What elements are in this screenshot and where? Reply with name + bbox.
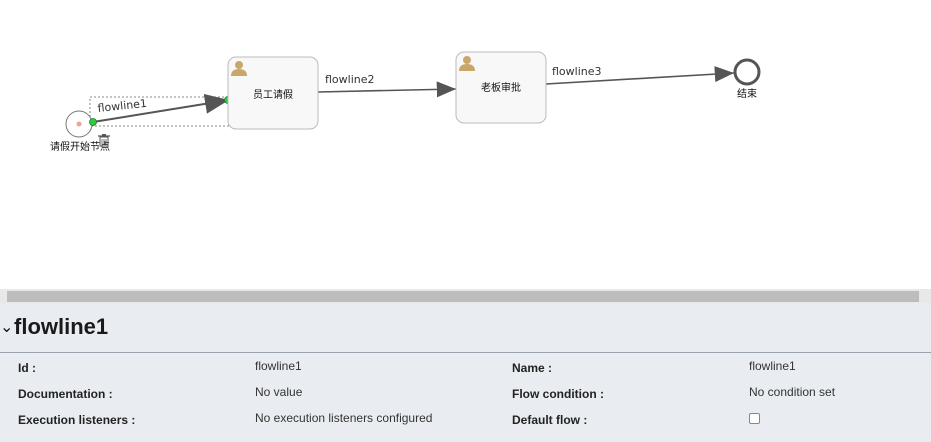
process-diagram[interactable]: flowline1 flowline2 flowline3 请假开始节点 <box>0 0 931 289</box>
start-event[interactable] <box>65 110 93 138</box>
user-icon <box>231 61 247 76</box>
prop-execution-listeners-value[interactable]: No execution listeners configured <box>255 411 433 425</box>
task-employee-leave[interactable]: 员工请假 <box>227 56 319 130</box>
prop-documentation-value[interactable]: No value <box>255 385 303 399</box>
flowline1-start-handle[interactable] <box>89 118 97 126</box>
flowline3[interactable] <box>545 66 735 85</box>
flowline2-label: flowline2 <box>325 73 375 86</box>
start-event-label: 请假开始节点 <box>50 140 110 153</box>
end-event-label: 结束 <box>737 87 757 100</box>
prop-name-value[interactable]: flowline1 <box>749 359 796 373</box>
task-employee-leave-label: 员工请假 <box>253 88 293 101</box>
flowline1-label: flowline1 <box>97 97 148 115</box>
prop-id-value[interactable]: flowline1 <box>255 359 302 373</box>
prop-default-flow-label: Default flow : <box>512 413 588 427</box>
prop-flow-condition-label: Flow condition : <box>512 387 604 401</box>
horizontal-scrollbar[interactable] <box>0 289 931 303</box>
prop-name-label: Name : <box>512 361 553 375</box>
start-event-dot <box>76 121 82 127</box>
diagram-canvas[interactable]: flowline1 flowline2 flowline3 请假开始节点 <box>0 0 931 289</box>
flowline1-selection-box <box>89 96 232 127</box>
flowline2[interactable] <box>317 81 457 98</box>
properties-header[interactable]: ⌄ flowline1 <box>0 303 931 353</box>
properties-panel: ⌄ flowline1 Id : flowline1 Documentation… <box>0 303 931 442</box>
flowline3-label: flowline3 <box>552 65 602 78</box>
default-flow-checkbox[interactable] <box>749 413 760 424</box>
properties-title: flowline1 <box>14 314 109 339</box>
task-boss-approval[interactable]: 老板审批 <box>455 51 547 124</box>
task-boss-approval-label: 老板审批 <box>481 81 521 94</box>
end-event[interactable] <box>733 58 761 86</box>
flowline1[interactable] <box>92 93 230 123</box>
prop-documentation-label: Documentation : <box>18 387 113 401</box>
prop-execution-listeners-label: Execution listeners : <box>18 413 136 427</box>
user-icon <box>459 56 475 71</box>
prop-id-label: Id : <box>18 361 36 375</box>
scrollbar-thumb[interactable] <box>7 291 919 302</box>
chevron-down-icon[interactable]: ⌄ <box>0 317 14 336</box>
prop-flow-condition-value[interactable]: No condition set <box>749 385 836 399</box>
trash-icon[interactable] <box>98 134 110 147</box>
